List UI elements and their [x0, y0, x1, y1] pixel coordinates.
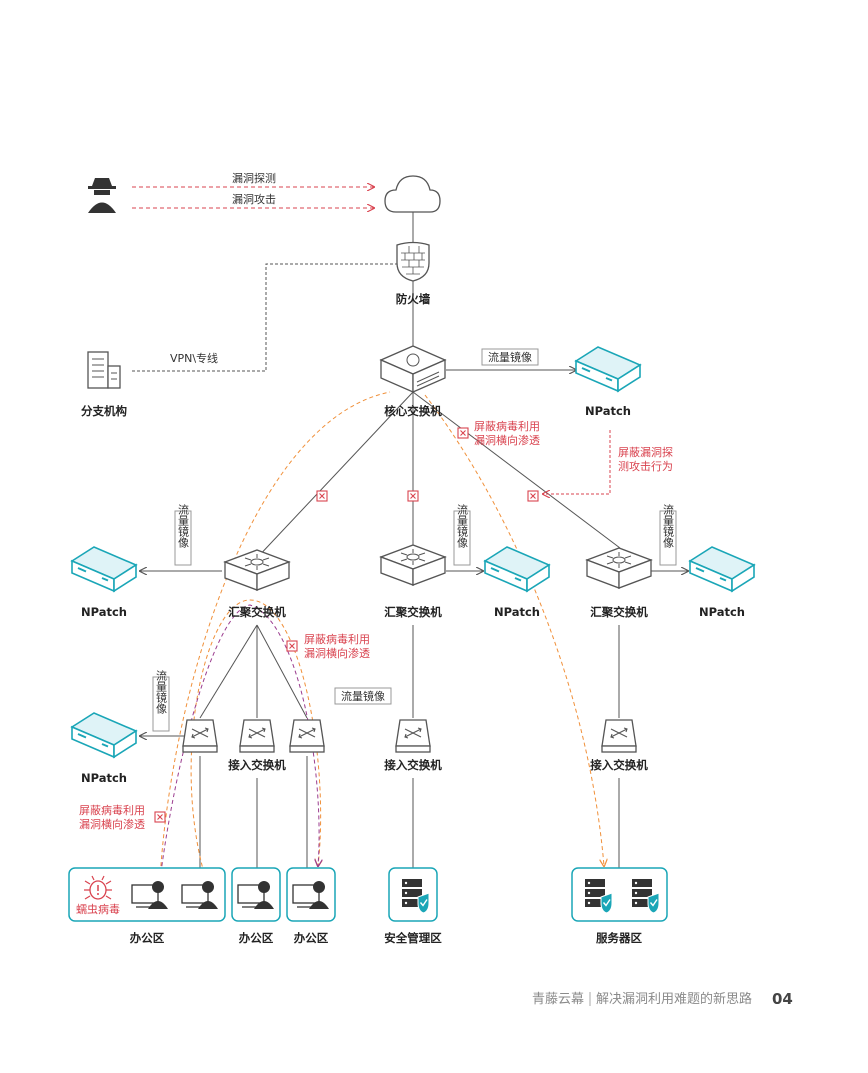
hacker-icon — [88, 178, 116, 213]
npatch-agg3-icon — [689, 546, 755, 592]
npatch-agg2-label: NPatch — [494, 605, 540, 619]
npatch-core-icon — [575, 346, 641, 392]
page-number: 04 — [772, 990, 793, 1008]
mirror-label-access: 流量镜像 — [341, 689, 385, 703]
access-switch-3-icon — [289, 719, 325, 753]
worm-label: 蠕虫病毒 — [76, 902, 120, 916]
agg-switch-1-label: 汇聚交换机 — [228, 605, 286, 619]
agg-switch-3-icon — [586, 547, 652, 589]
agg-switch-2-icon — [380, 544, 446, 586]
npatch-agg1-label: NPatch — [81, 605, 127, 619]
npatch-agg3-label: NPatch — [699, 605, 745, 619]
core-switch-label: 核心交换机 — [384, 404, 442, 418]
note-4-line2: 漏洞横向渗透 — [79, 817, 145, 831]
firewall-label: 防火墙 — [396, 292, 431, 306]
mirror-label-access1: 流量镜像 — [155, 669, 168, 714]
access-switch-4-icon — [395, 719, 431, 753]
access-switch-2-label: 接入交换机 — [228, 758, 286, 772]
access-switch-1-icon — [182, 719, 218, 753]
mirror-tags-vertical — [152, 510, 677, 732]
note-1-line2: 漏洞横向渗透 — [474, 433, 540, 447]
agg-switch-3-label: 汇聚交换机 — [590, 605, 648, 619]
core-switch-icon — [379, 345, 447, 393]
cloud-icon — [384, 175, 441, 243]
branch-label: 分支机构 — [81, 404, 127, 418]
npatch-agg1-icon — [71, 546, 137, 592]
block-icon-2 — [316, 490, 328, 502]
access-switch-5-icon — [601, 719, 637, 753]
zone-boxes — [68, 867, 668, 922]
block-icon-1 — [457, 427, 469, 439]
firewall-icon — [396, 241, 430, 282]
note-3-line1: 屏蔽病毒利用 — [304, 632, 370, 646]
agg-switch-1-icon — [224, 549, 290, 591]
probe-label: 漏洞探测 — [232, 172, 276, 185]
mirror-label-agg3: 流量镜像 — [662, 503, 675, 548]
block-icon-3 — [407, 490, 419, 502]
worm-icon — [84, 875, 112, 900]
mirror-label-core: 流量镜像 — [488, 350, 532, 364]
vpn-label: VPN\专线 — [170, 351, 218, 365]
access-switch-5-label: 接入交换机 — [590, 758, 648, 772]
mirror-label-agg1: 流量镜像 — [177, 503, 190, 548]
agg-switch-2-label: 汇聚交换机 — [384, 605, 442, 619]
block-icon-6 — [154, 811, 166, 823]
note-2-line2: 测攻击行为 — [618, 459, 673, 473]
connection-lines — [140, 270, 688, 868]
virus-paths — [159, 391, 604, 881]
npatch-access-label: NPatch — [81, 771, 127, 785]
block-icon-5 — [286, 640, 298, 652]
block-icon-4 — [527, 490, 539, 502]
dashed-lines — [132, 187, 611, 494]
note-2-line1: 屏蔽漏洞探 — [618, 446, 673, 459]
npatch-access-icon — [71, 712, 137, 758]
office-zone-2-label: 办公区 — [239, 931, 274, 945]
footer-title: 解决漏洞利用难题的新思路 — [596, 991, 752, 1007]
building-icon — [87, 351, 121, 389]
mirror-label-agg2: 流量镜像 — [456, 503, 469, 548]
npatch-core-label: NPatch — [585, 404, 631, 418]
mirror-tag-access — [334, 687, 392, 705]
note-3-line2: 漏洞横向渗透 — [304, 646, 370, 660]
access-switch-2-icon — [239, 719, 275, 753]
note-4-line1: 屏蔽病毒利用 — [79, 803, 145, 817]
npatch-agg2-icon — [484, 546, 550, 592]
access-switch-4-label: 接入交换机 — [384, 758, 442, 772]
mirror-tag-core — [481, 348, 539, 366]
server-zone-label: 服务器区 — [596, 931, 642, 945]
office-zone-3-label: 办公区 — [294, 931, 329, 945]
footer-brand: 青藤云幕 — [532, 992, 584, 1007]
office-zone-1-label: 办公区 — [130, 931, 165, 945]
note-1-line1: 屏蔽病毒利用 — [474, 419, 540, 433]
security-zone-label: 安全管理区 — [384, 931, 442, 945]
attack-label: 漏洞攻击 — [232, 192, 276, 206]
